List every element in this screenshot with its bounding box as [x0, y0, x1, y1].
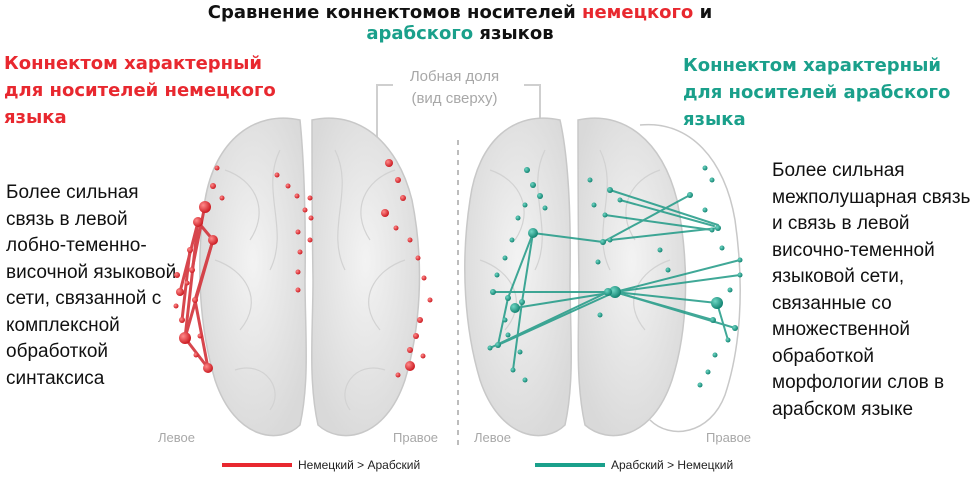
arabic-description: Более сильная межполушарная связь и связ…	[772, 160, 971, 420]
left-hemisphere	[199, 117, 307, 437]
title-part-1: Сравнение коннектомов носителей	[207, 2, 576, 23]
german-brain-right-label: Правое	[393, 430, 439, 445]
german-brain	[173, 117, 433, 437]
right-hemisphere	[311, 117, 421, 437]
left-hemisphere	[464, 117, 572, 437]
arabic-brain	[464, 117, 743, 437]
legend-german-label: Немецкий > Арабский	[298, 458, 421, 472]
frontal-lobe-label-line2: (вид сверху)	[411, 90, 498, 107]
right-hemisphere	[577, 117, 687, 437]
title-and: и	[699, 2, 713, 23]
german-description: Более сильная связь в левой лобно-теменн…	[6, 182, 177, 389]
title-german-word: немецкого	[582, 2, 694, 23]
german-connectome-heading: Коннектом характерный для носителей неме…	[4, 53, 276, 128]
legend-arabic: Арабский > Немецкий	[535, 458, 733, 472]
legend-german-swatch	[222, 463, 292, 467]
frontal-lobe-label-line1: Лобная доля	[409, 68, 500, 85]
figure-title: Сравнение коннектомов носителей немецког…	[150, 2, 770, 44]
arabic-brain-left-label: Левое	[474, 430, 511, 445]
german-brain-left-label: Левое	[158, 430, 195, 445]
outer-right-hemisphere	[639, 123, 741, 433]
title-arabic-word: арабского	[366, 23, 474, 44]
legend-german: Немецкий > Арабский	[222, 458, 420, 472]
legend-arabic-swatch	[535, 463, 605, 467]
legend-arabic-label: Арабский > Немецкий	[611, 458, 734, 472]
frontal-lobe-label: Лобная доля (вид сверху)	[372, 66, 537, 110]
arabic-brain-right-label: Правое	[706, 430, 752, 445]
title-part-5: языков	[479, 23, 554, 44]
arabic-connectome-heading: Коннектом характерный для носителей араб…	[683, 55, 951, 130]
